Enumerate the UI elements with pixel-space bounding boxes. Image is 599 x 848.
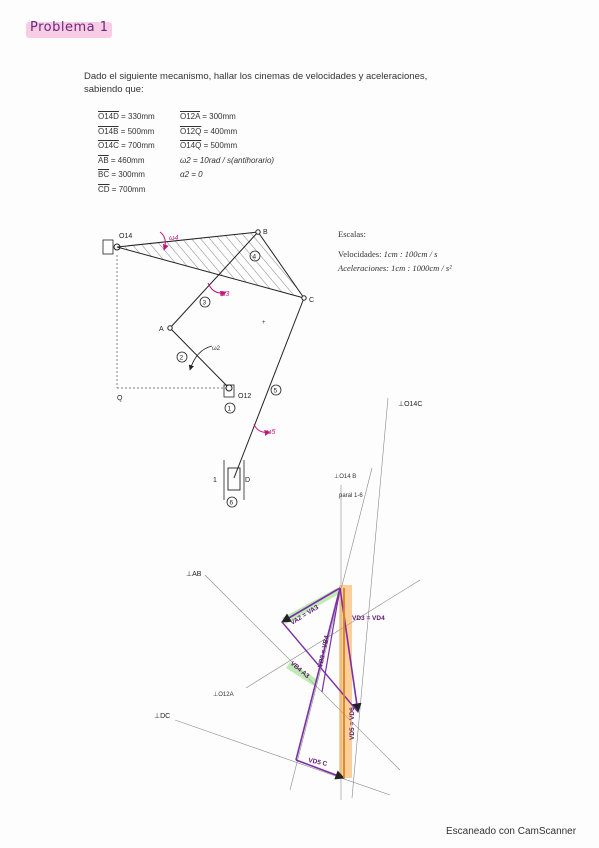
w2-arrow-icon	[188, 345, 213, 371]
given-item: AB = 460mm	[98, 155, 145, 165]
label-perp-o12a: ⊥O12A	[213, 691, 234, 698]
label-perp-ab: ⊥AB	[186, 571, 202, 578]
slider-d	[227, 467, 241, 491]
label-w4: ω4	[169, 235, 178, 242]
w4-arrow-icon	[159, 231, 169, 251]
given-item: ω2 = 10rad / s(antihorario)	[180, 155, 275, 165]
link-number: 4	[253, 254, 257, 261]
ground-o14	[102, 239, 114, 255]
link-number-circle	[176, 351, 188, 363]
mechanism-diagram: O14 B C A Q O12 D 1 1 2 3 4 5 6 ω4 ω3	[102, 229, 314, 508]
link-number-circle	[199, 296, 211, 308]
link-number-circle	[249, 250, 261, 262]
line-perp-dc	[174, 719, 391, 796]
title-highlight	[26, 22, 112, 38]
green-highlight-2	[286, 662, 318, 686]
given-right-list: O12A = 300mm O12Q = 400mm O14Q = 500mm ω…	[180, 110, 274, 183]
label-paral: paral 1-6	[339, 493, 363, 499]
label-vd5-vd6: VD5 = VD6	[349, 707, 356, 740]
label-c: C	[309, 297, 314, 304]
label-b: B	[263, 229, 268, 236]
given-item: O14C = 700mm	[98, 141, 155, 150]
given-left-list: O14D = 330mm O14B = 500mm O14C = 700mm A…	[98, 110, 155, 197]
vector-vb4a3	[281, 621, 359, 713]
label-o14: O14	[119, 233, 132, 240]
label-perp-o14c: ⊥O14C	[398, 401, 422, 408]
pivot-o12	[225, 384, 233, 392]
velocity-polygon: ⊥O14C ⊥O14 B paral 1-6 ⊥AB ⊥O12A ⊥DC VA2…	[154, 397, 422, 800]
label-d: D	[245, 477, 250, 484]
label-o12: O12	[238, 393, 251, 400]
page-title: Problema 1	[30, 20, 109, 35]
line-perp-o12a	[245, 579, 421, 689]
given-item: O14D = 330mm	[98, 112, 155, 121]
vector-vd3	[339, 587, 362, 713]
label-vd3-vd4: VD3 = VD4	[352, 615, 385, 622]
joint-b	[255, 229, 261, 235]
label-perp-dc: ⊥DC	[154, 713, 170, 720]
scales-heading: Escalas:	[338, 229, 366, 239]
given-item: α2 = 0	[180, 170, 203, 179]
w5-arrow-icon	[253, 423, 271, 436]
scales-block: Escalas: Velocidades: 1cm : 100cm / s Ac…	[338, 224, 452, 278]
scanner-watermark: Escaneado con CamScanner	[446, 826, 577, 837]
joint-a	[167, 325, 173, 331]
w3-arrow-icon	[207, 282, 227, 297]
link-number: 1	[228, 406, 232, 413]
given-item: O12A = 300mm	[180, 112, 236, 121]
line-perp-o14c	[351, 397, 389, 799]
given-item: BC = 300mm	[98, 170, 145, 179]
pivot-o14	[113, 243, 121, 251]
label-a: A	[159, 326, 164, 333]
given-item: O14Q = 500mm	[180, 141, 238, 150]
link-number-circle	[224, 402, 236, 414]
link-5	[233, 297, 305, 479]
link-number: 2	[180, 355, 184, 362]
vector-va2	[281, 587, 341, 623]
label-perp-o14b: ⊥O14 B	[334, 473, 356, 480]
problem-statement: Dado el siguiente mecanismo, hallar los …	[84, 71, 428, 95]
line-perp-o14b	[289, 467, 373, 791]
link-3	[169, 231, 259, 329]
joint-c	[301, 295, 307, 301]
link-number: 3	[203, 300, 207, 307]
label-q: Q	[117, 395, 123, 402]
scale-velocity: Velocidades: 1cm : 100cm / s	[338, 249, 438, 259]
orange-highlight	[339, 585, 352, 778]
link-number-circle	[226, 496, 238, 508]
center-mark: +	[262, 320, 266, 326]
link-2	[169, 327, 230, 389]
label-w5: ω5	[266, 429, 275, 436]
link-number: 5	[274, 388, 278, 395]
label-w3: ω3	[220, 291, 229, 298]
label-vd5c: VD5 C	[308, 757, 328, 768]
vector-vb3	[295, 587, 341, 761]
ground-o12	[223, 384, 235, 398]
label-one: 1	[213, 477, 217, 484]
vector-vd5	[295, 759, 345, 780]
link-number: 6	[230, 500, 234, 507]
scale-acceleration: Aceleraciones: 1cm : 1000cm / s²	[338, 263, 452, 273]
given-item: CD = 700mm	[98, 184, 146, 194]
given-item: O12Q = 400mm	[180, 126, 238, 136]
label-w2: ω2	[212, 346, 221, 352]
vector-aux	[321, 587, 341, 693]
link-number-circle	[270, 384, 282, 396]
given-item: O14B = 500mm	[98, 126, 155, 136]
